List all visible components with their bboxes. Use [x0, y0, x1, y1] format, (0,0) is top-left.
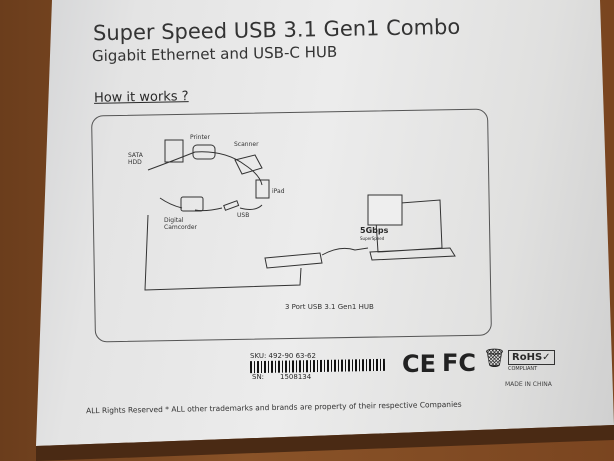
- rohs-mark: RoHS✓: [508, 350, 555, 365]
- sku-label: SKU: 492-90 63-62: [250, 352, 316, 360]
- label-printer: Printer: [190, 134, 210, 141]
- cable-loop: [147, 151, 263, 212]
- hdd-icon: [164, 139, 184, 163]
- label-camcorder: Digital Camcorder: [164, 217, 198, 231]
- usb-c-cable: [321, 247, 369, 256]
- fcc-mark-icon: FC: [442, 349, 477, 377]
- label-usb: USB: [237, 212, 250, 219]
- rohs-compliant: COMPLIANT: [508, 366, 538, 372]
- weee-bin-icon: 🗑: [483, 348, 506, 369]
- speed-badge-sub: SuperSpeed: [360, 236, 385, 241]
- camcorder-icon: [180, 196, 204, 212]
- sn-label: SN:: [252, 373, 265, 381]
- ce-mark-icon: CE: [402, 350, 437, 378]
- apps-card-icon: [367, 194, 403, 226]
- serial-number: 1508134: [280, 373, 312, 381]
- hub-link-line: [144, 214, 302, 291]
- laptop-icon: [369, 199, 456, 261]
- hub-caption: 3 Port USB 3.1 Gen1 HUB: [285, 303, 374, 311]
- made-in-china: MADE IN CHINA: [505, 381, 552, 388]
- usb-stick-icon: [223, 200, 240, 211]
- scanner-icon: [234, 154, 263, 175]
- label-ipad: iPad: [272, 188, 285, 195]
- hub-icon: [264, 252, 323, 269]
- speed-badge: 5Gbps: [360, 226, 389, 235]
- ipad-icon: [255, 179, 270, 199]
- label-scanner: Scanner: [234, 141, 259, 148]
- printer-icon: [192, 144, 216, 160]
- label-sata-hdd: SATA HDD: [128, 152, 143, 166]
- barcode: [249, 358, 386, 374]
